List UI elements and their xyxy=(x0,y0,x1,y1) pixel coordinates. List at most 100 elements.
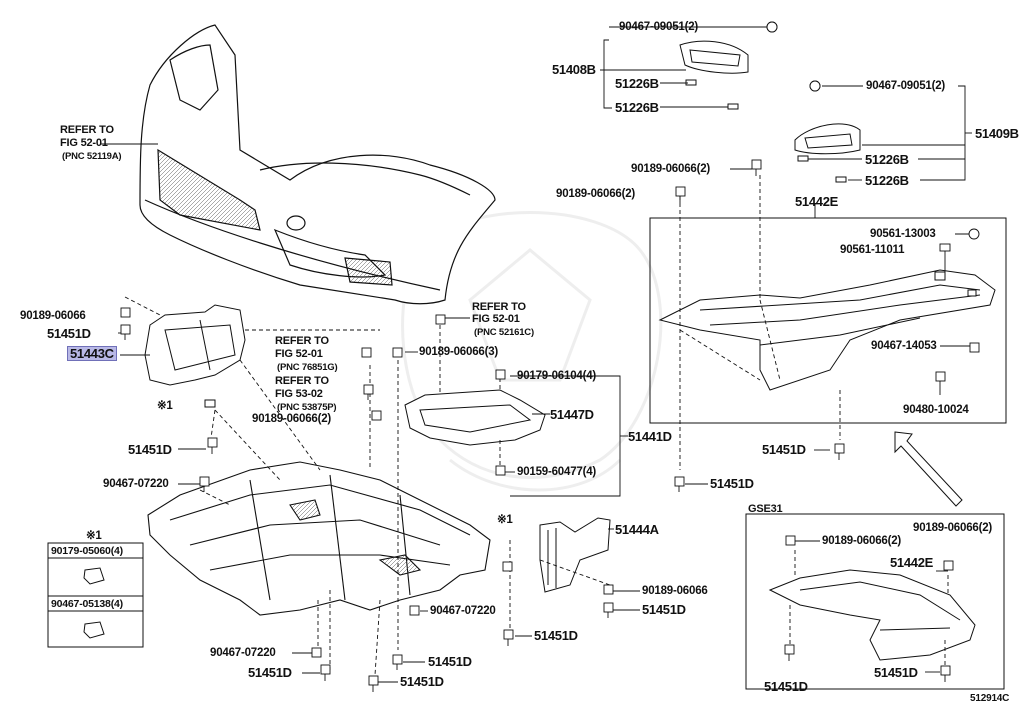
bolt-29 xyxy=(785,535,796,546)
ref-mid2-line1: REFER TO xyxy=(275,375,329,387)
assembly-box-51442e xyxy=(649,217,1007,424)
callout-90467-07220-c[interactable]: 90467-07220 xyxy=(210,647,276,659)
dashed-lines xyxy=(124,175,949,676)
callout-51451d-b1[interactable]: 51451D xyxy=(248,665,292,680)
bolt-15 xyxy=(363,384,374,400)
engine-undercover-51441d xyxy=(147,461,491,616)
callout-51226b-2[interactable]: 51226B xyxy=(615,100,659,115)
callout-90189-06066-2c[interactable]: 90189-06066(2) xyxy=(252,413,332,425)
callout-51441d[interactable]: 51441D xyxy=(628,429,672,444)
callout-51451d-center[interactable]: 51451D xyxy=(710,476,754,491)
note-marker-1b: ※1 xyxy=(497,514,513,526)
callout-51451d-right[interactable]: 51451D xyxy=(762,442,806,457)
bolt-9 xyxy=(120,307,131,318)
front-bumper-cover xyxy=(139,24,496,305)
ref-bumper-line3: (PNC 52119A) xyxy=(62,151,122,162)
bolt-19 xyxy=(495,465,506,476)
callout-90467-09051-b[interactable]: 90467-09051(2) xyxy=(866,80,946,92)
clip-25 xyxy=(311,647,322,658)
callout-90189-06066-2e[interactable]: 90189-06066(2) xyxy=(913,522,993,534)
ref-clip-line2: FIG 52-01 xyxy=(472,313,520,325)
clip-top-bracket xyxy=(766,21,778,33)
callout-51444a[interactable]: 51444A xyxy=(615,522,659,537)
callout-90480-10024[interactable]: 90480-10024 xyxy=(903,404,969,416)
callout-90467-07220-b[interactable]: 90467-07220 xyxy=(430,605,496,617)
callout-51442e-top[interactable]: 51442E xyxy=(795,194,839,209)
callout-90189-06066-c[interactable]: 90189-06066 xyxy=(642,585,708,597)
bolt-10 xyxy=(120,324,131,340)
bolt-6 xyxy=(935,371,946,388)
callout-90467-07220-a[interactable]: 90467-07220 xyxy=(103,478,169,490)
callout-90179-06104[interactable]: 90179-06104(4) xyxy=(517,370,597,382)
ref-mid2-line2: FIG 53-02 xyxy=(275,388,323,400)
note-marker-1a: ※1 xyxy=(157,400,173,412)
callout-90189-06066-left[interactable]: 90189-06066 xyxy=(20,310,86,322)
legend-box xyxy=(47,542,144,648)
callout-90189-06066-3[interactable]: 90189-06066(3) xyxy=(419,346,499,358)
callout-51451d-b2[interactable]: 51451D xyxy=(428,654,472,669)
clip-16 xyxy=(371,410,382,421)
bolt-27 xyxy=(392,654,403,670)
bolt-7 xyxy=(834,443,845,460)
clip-17 xyxy=(435,314,446,325)
bolt-22 xyxy=(603,602,614,618)
clip-13 xyxy=(361,347,372,358)
callout-90189-06066-2d[interactable]: 90189-06066(2) xyxy=(822,535,902,547)
callout-51451d-b3[interactable]: 51451D xyxy=(400,674,444,689)
bolt-21 xyxy=(603,584,614,595)
diagram-code: 512914C xyxy=(970,693,1010,704)
bolt-24 xyxy=(503,629,514,646)
callout-51447d[interactable]: 51447D xyxy=(550,407,594,422)
callout-51443c-highlighted[interactable]: 51443C xyxy=(67,346,117,361)
clip-51409b xyxy=(809,80,821,92)
callout-90561-13003[interactable]: 90561-13003 xyxy=(870,228,936,240)
bolt-1 xyxy=(751,159,762,176)
bolt-32 xyxy=(940,665,951,682)
bolt-2 xyxy=(675,186,686,203)
callout-51451d-c3[interactable]: 51451D xyxy=(534,628,578,643)
callout-51408b[interactable]: 51408B xyxy=(552,62,596,77)
legend-item-2[interactable]: 90467-05138(4) xyxy=(51,598,123,610)
ref-clip-line1: REFER TO xyxy=(472,301,526,313)
bolt-30 xyxy=(943,560,954,571)
callout-51226b-3[interactable]: 51226B xyxy=(865,152,909,167)
clip-18 xyxy=(495,369,506,380)
callout-51451d-g1[interactable]: 51451D xyxy=(764,679,808,694)
bracket-51447d xyxy=(404,389,546,446)
watermark-logo xyxy=(401,211,663,492)
callout-90467-14053[interactable]: 90467-14053 xyxy=(871,340,937,352)
clip-23 xyxy=(409,605,420,616)
arrow-indicator xyxy=(894,431,963,507)
callout-90561-11011[interactable]: 90561-11011 xyxy=(840,244,905,256)
callout-51451d-g2[interactable]: 51451D xyxy=(874,665,918,680)
callout-51442e-bottom[interactable]: 51442E xyxy=(890,555,934,570)
bolt-5 xyxy=(969,342,980,353)
callout-51451d-c2[interactable]: 51451D xyxy=(642,602,686,617)
clip-3 xyxy=(968,228,980,240)
callout-51226b-1[interactable]: 51226B xyxy=(615,76,659,91)
leader-lines xyxy=(100,26,974,683)
ref-clip-line3: (PNC 52161C) xyxy=(474,327,534,338)
legend-item-1[interactable]: 90179-05060(4) xyxy=(51,545,123,557)
undercover-51442e xyxy=(658,269,996,391)
ref-mid1-line3: (PNC 76851G) xyxy=(277,362,338,373)
ref-bumper-line1: REFER TO xyxy=(60,124,114,136)
gse31-box xyxy=(745,513,1005,690)
ref-mid2-line3: (PNC 53875P) xyxy=(277,402,337,413)
ref-mid1-line1: REFER TO xyxy=(275,335,329,347)
callout-90189-06066-2b[interactable]: 90189-06066(2) xyxy=(556,188,636,200)
callout-90467-09051-a[interactable]: 90467-09051(2) xyxy=(619,21,699,33)
callout-51409b[interactable]: 51409B xyxy=(975,126,1019,141)
callout-51451d-left[interactable]: 51451D xyxy=(47,326,91,341)
callout-51451d-left2[interactable]: 51451D xyxy=(128,442,172,457)
callout-51226b-4[interactable]: 51226B xyxy=(865,173,909,188)
callout-90159-60477[interactable]: 90159-60477(4) xyxy=(517,466,597,478)
callout-90189-06066-2a[interactable]: 90189-06066(2) xyxy=(631,163,711,175)
deflector-51443c xyxy=(144,304,246,408)
clip-14 xyxy=(392,347,403,358)
bracket-51409b xyxy=(794,80,861,183)
deflector-51444a xyxy=(539,517,611,593)
legend-title: ※1 xyxy=(86,530,102,542)
